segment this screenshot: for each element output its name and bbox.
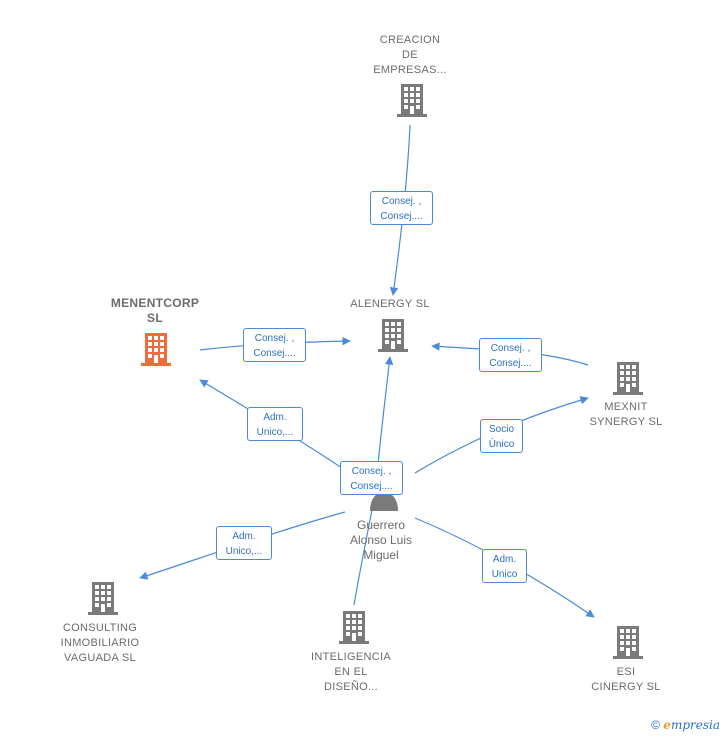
building-icon[interactable]	[339, 611, 369, 644]
building-icon[interactable]	[88, 582, 118, 615]
building-icon[interactable]	[613, 626, 643, 659]
building-icon[interactable]	[378, 319, 408, 352]
brand-logo: empresia	[663, 718, 720, 732]
edge-label-person-alenergy[interactable]: Consej. , Consej....	[340, 461, 403, 495]
edge-label-person-menentcorp[interactable]: Adm. Unico,...	[247, 407, 303, 441]
node-label-creacion[interactable]: CREACION DE EMPRESAS...	[373, 34, 447, 76]
edge-label-menentcorp-alenergy[interactable]: Consej. , Consej....	[243, 328, 306, 362]
copyright-symbol: ©	[651, 718, 660, 732]
edge-label-person-esi[interactable]: Adm. Unico	[482, 549, 527, 583]
node-label-esi[interactable]: ESI CINERGY SL	[591, 666, 661, 693]
edge-label-mexnit-alenergy[interactable]: Consej. , Consej....	[479, 338, 542, 372]
node-label-alenergy[interactable]: ALENERGY SL	[350, 298, 430, 310]
person-label[interactable]: Guerrero Alonso Luis Miguel	[349, 518, 413, 562]
node-label-inteligencia[interactable]: INTELIGENCIA EN EL DISEÑO...	[310, 651, 391, 693]
footer-brand: © empresia	[651, 718, 720, 732]
edge-label-creacion-alenergy[interactable]: Consej. , Consej....	[370, 191, 433, 225]
node-label-menentcorp[interactable]: MENENTCORP SL	[110, 296, 200, 325]
node-label-mexnit[interactable]: MEXNIT SYNERGY SL	[589, 401, 663, 428]
edge-label-person-mexnit[interactable]: Socio Único	[480, 419, 523, 453]
node-label-consulting[interactable]: CONSULTING INMOBILIARIO VAGUADA SL	[60, 622, 140, 664]
building-icon[interactable]	[141, 333, 171, 366]
building-icon[interactable]	[613, 362, 643, 395]
building-icon[interactable]	[397, 84, 427, 117]
edge-label-person-consulting[interactable]: Adm. Unico,...	[216, 526, 272, 560]
